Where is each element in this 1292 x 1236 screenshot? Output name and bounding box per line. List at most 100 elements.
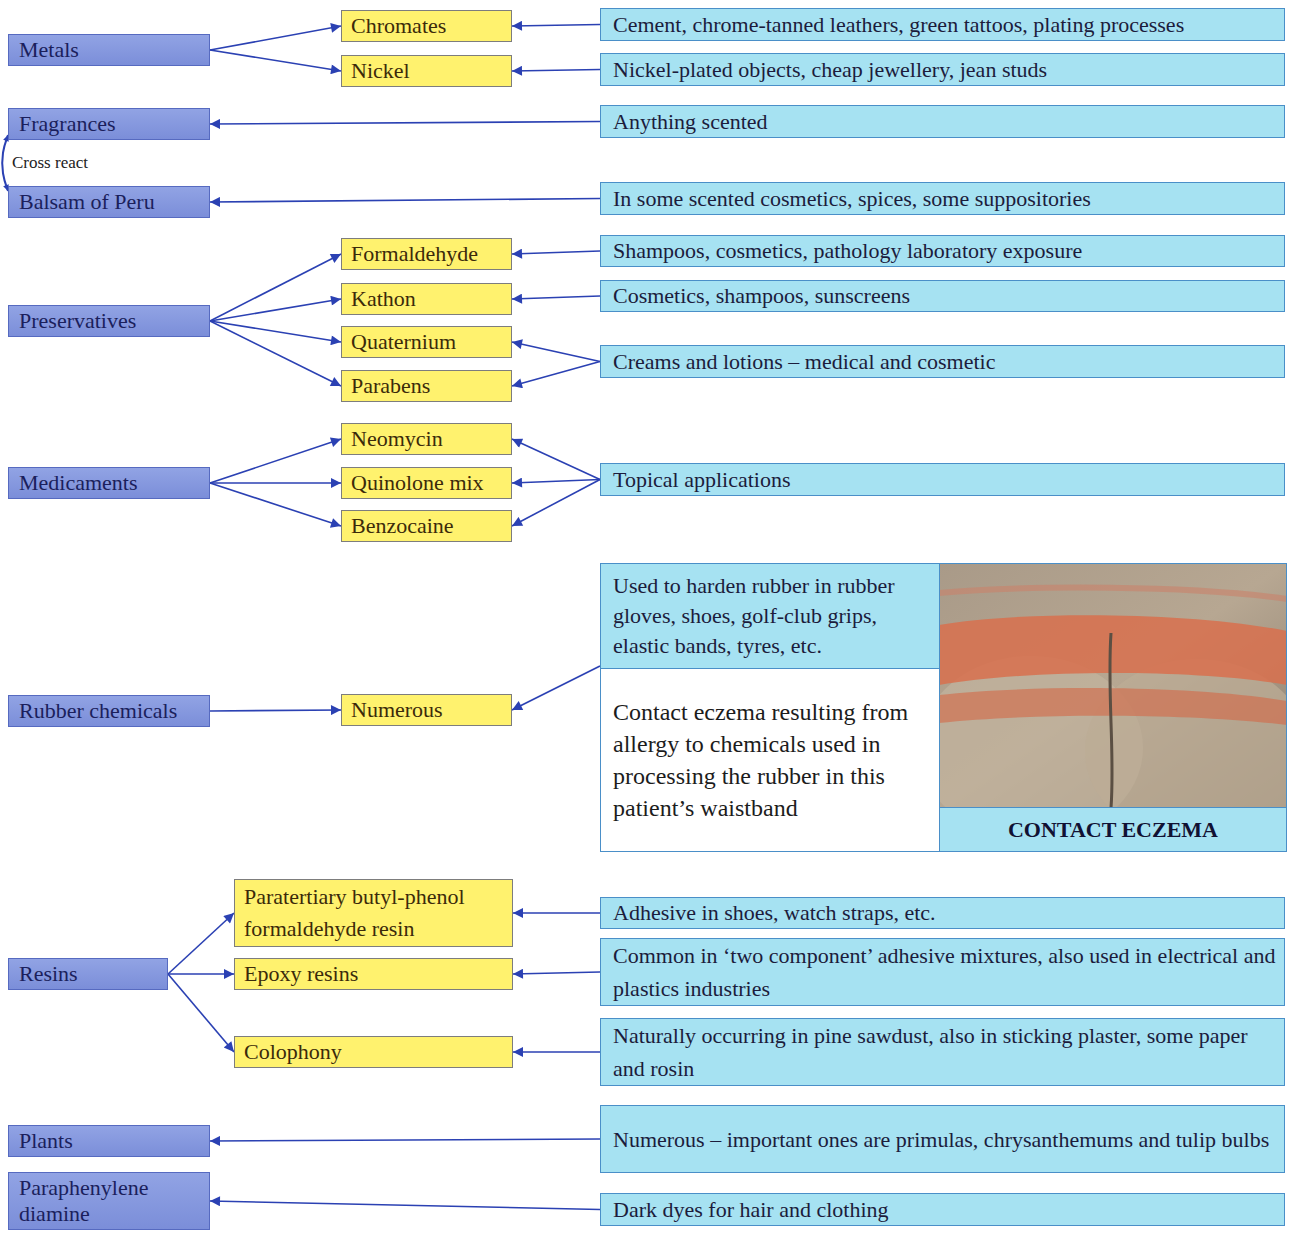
node-text: Quaternium [351,327,505,357]
node-text: Adhesive in shoes, watch straps, etc. [613,898,1276,928]
connector-arrow [210,1139,600,1141]
connector-arrow [210,483,341,526]
connector-arrow [512,480,600,527]
source-box: Shampoos, cosmetics, pathology laborator… [600,235,1285,267]
allergen-box: Colophony [234,1036,513,1068]
connector-arrow [210,321,341,386]
skin-photo [939,563,1287,808]
allergen-box: Chromates [341,10,512,42]
node-text: Neomycin [351,424,505,454]
source-box: Topical applications [600,463,1285,496]
connector-arrow [210,26,341,50]
allergen-box: Nickel [341,55,512,87]
rash-band [939,688,1287,725]
category-box: Resins [8,958,168,990]
node-text: Anything scented [613,107,1276,137]
connector-arrow [512,480,600,484]
node-text: Shampoos, cosmetics, pathology laborator… [613,236,1276,266]
node-text: Dark dyes for hair and clothing [613,1195,1276,1225]
connector-arrow [210,710,341,711]
source-box: Nickel-plated objects, cheap jewellery, … [600,53,1285,86]
source-box: Common in ‘two component’ adhesive mixtu… [600,938,1285,1006]
node-text: Chromates [351,11,505,41]
source-box: Naturally occurring in pine sawdust, als… [600,1018,1285,1086]
node-text: Naturally occurring in pine sawdust, als… [613,1019,1276,1085]
allergen-box: Numerous [341,694,512,726]
rash-band [939,615,1287,685]
source-box: Anything scented [600,105,1285,138]
source-box: Creams and lotions – medical and cosmeti… [600,345,1285,378]
node-text: Kathon [351,284,505,314]
connector-arrow [210,1201,600,1210]
node-text: Fragrances [19,109,201,139]
source-box: Cosmetics, shampoos, sunscreens [600,280,1285,312]
source-box: Dark dyes for hair and clothing [600,1193,1285,1226]
node-text: Contact eczema resulting from allergy to… [613,696,929,824]
edge-label: Cross react [11,153,89,173]
buttock-shape [1085,659,1287,808]
node-text: Medicaments [19,468,201,498]
node-text: Epoxy resins [244,959,506,989]
node-text: Benzocaine [351,511,505,541]
node-text: Nickel-plated objects, cheap jewellery, … [613,55,1276,85]
node-text: Numerous – important ones are primulas, … [613,1123,1276,1156]
node-text: Rubber chemicals [19,696,201,726]
connector-arrow [512,70,600,72]
allergen-box: Neomycin [341,423,512,455]
category-box: Fragrances [8,108,210,140]
allergen-box: Kathon [341,283,512,315]
connector-arrow [210,122,600,125]
category-box: Metals [8,34,210,66]
node-text: Parabens [351,371,505,401]
connector-arrow [168,913,234,974]
connector-arrow [512,296,600,299]
connector-arrow [210,199,600,203]
allergen-box: Quaternium [341,326,512,358]
connector-arrow [210,299,341,321]
source-box: In some scented cosmetics, spices, some … [600,182,1285,215]
category-box: Balsam of Peru [8,186,210,218]
connector-arrow [2,135,8,191]
caption-box: CONTACT ECZEMA [939,807,1287,852]
node-text: Numerous [351,695,505,725]
node-text: Cement, chrome-tanned leathers, green ta… [613,10,1276,40]
connector-arrow [168,974,234,1052]
node-text: Balsam of Peru [19,187,201,217]
connector-arrow [512,251,600,254]
note-box: Contact eczema resulting from allergy to… [600,668,940,852]
connector-arrow [168,973,234,975]
allergen-box: Epoxy resins [234,958,513,990]
node-text: Resins [19,959,159,989]
node-text: Paraphenylene diamine [19,1175,201,1227]
node-text: Common in ‘two component’ adhesive mixtu… [613,939,1276,1005]
allergen-box: Formaldehyde [341,238,512,270]
category-box: Medicaments [8,467,210,499]
connector-arrow [512,439,600,480]
connector-arrow [513,1051,600,1053]
allergen-box: Parabens [341,370,512,402]
node-text: Used to harden rubber in rubber gloves, … [613,571,929,661]
node-text: Plants [19,1126,201,1156]
connector-arrow [513,912,600,914]
node-text: Colophony [244,1037,506,1067]
node-text: Nickel [351,56,505,86]
connector-arrow [210,50,341,71]
connector-arrow [512,342,600,362]
category-box: Rubber chemicals [8,695,210,727]
node-text: Quinolone mix [351,468,505,498]
category-box: Preservatives [8,305,210,337]
connector-arrow [512,362,600,387]
rash-band [939,588,1287,599]
node-text: Preservatives [19,306,201,336]
connector-arrow [512,666,600,710]
node-text: Creams and lotions – medical and cosmeti… [613,347,1276,377]
source-box: Used to harden rubber in rubber gloves, … [600,563,940,669]
category-box: Plants [8,1125,210,1157]
allergen-box: Benzocaine [341,510,512,542]
node-text: Paratertiary butyl-phenol formaldehyde r… [244,881,506,945]
node-text: Topical applications [613,465,1276,495]
allergen-box: Quinolone mix [341,467,512,499]
body-crease [1110,633,1112,808]
node-text: In some scented cosmetics, spices, some … [613,184,1276,214]
